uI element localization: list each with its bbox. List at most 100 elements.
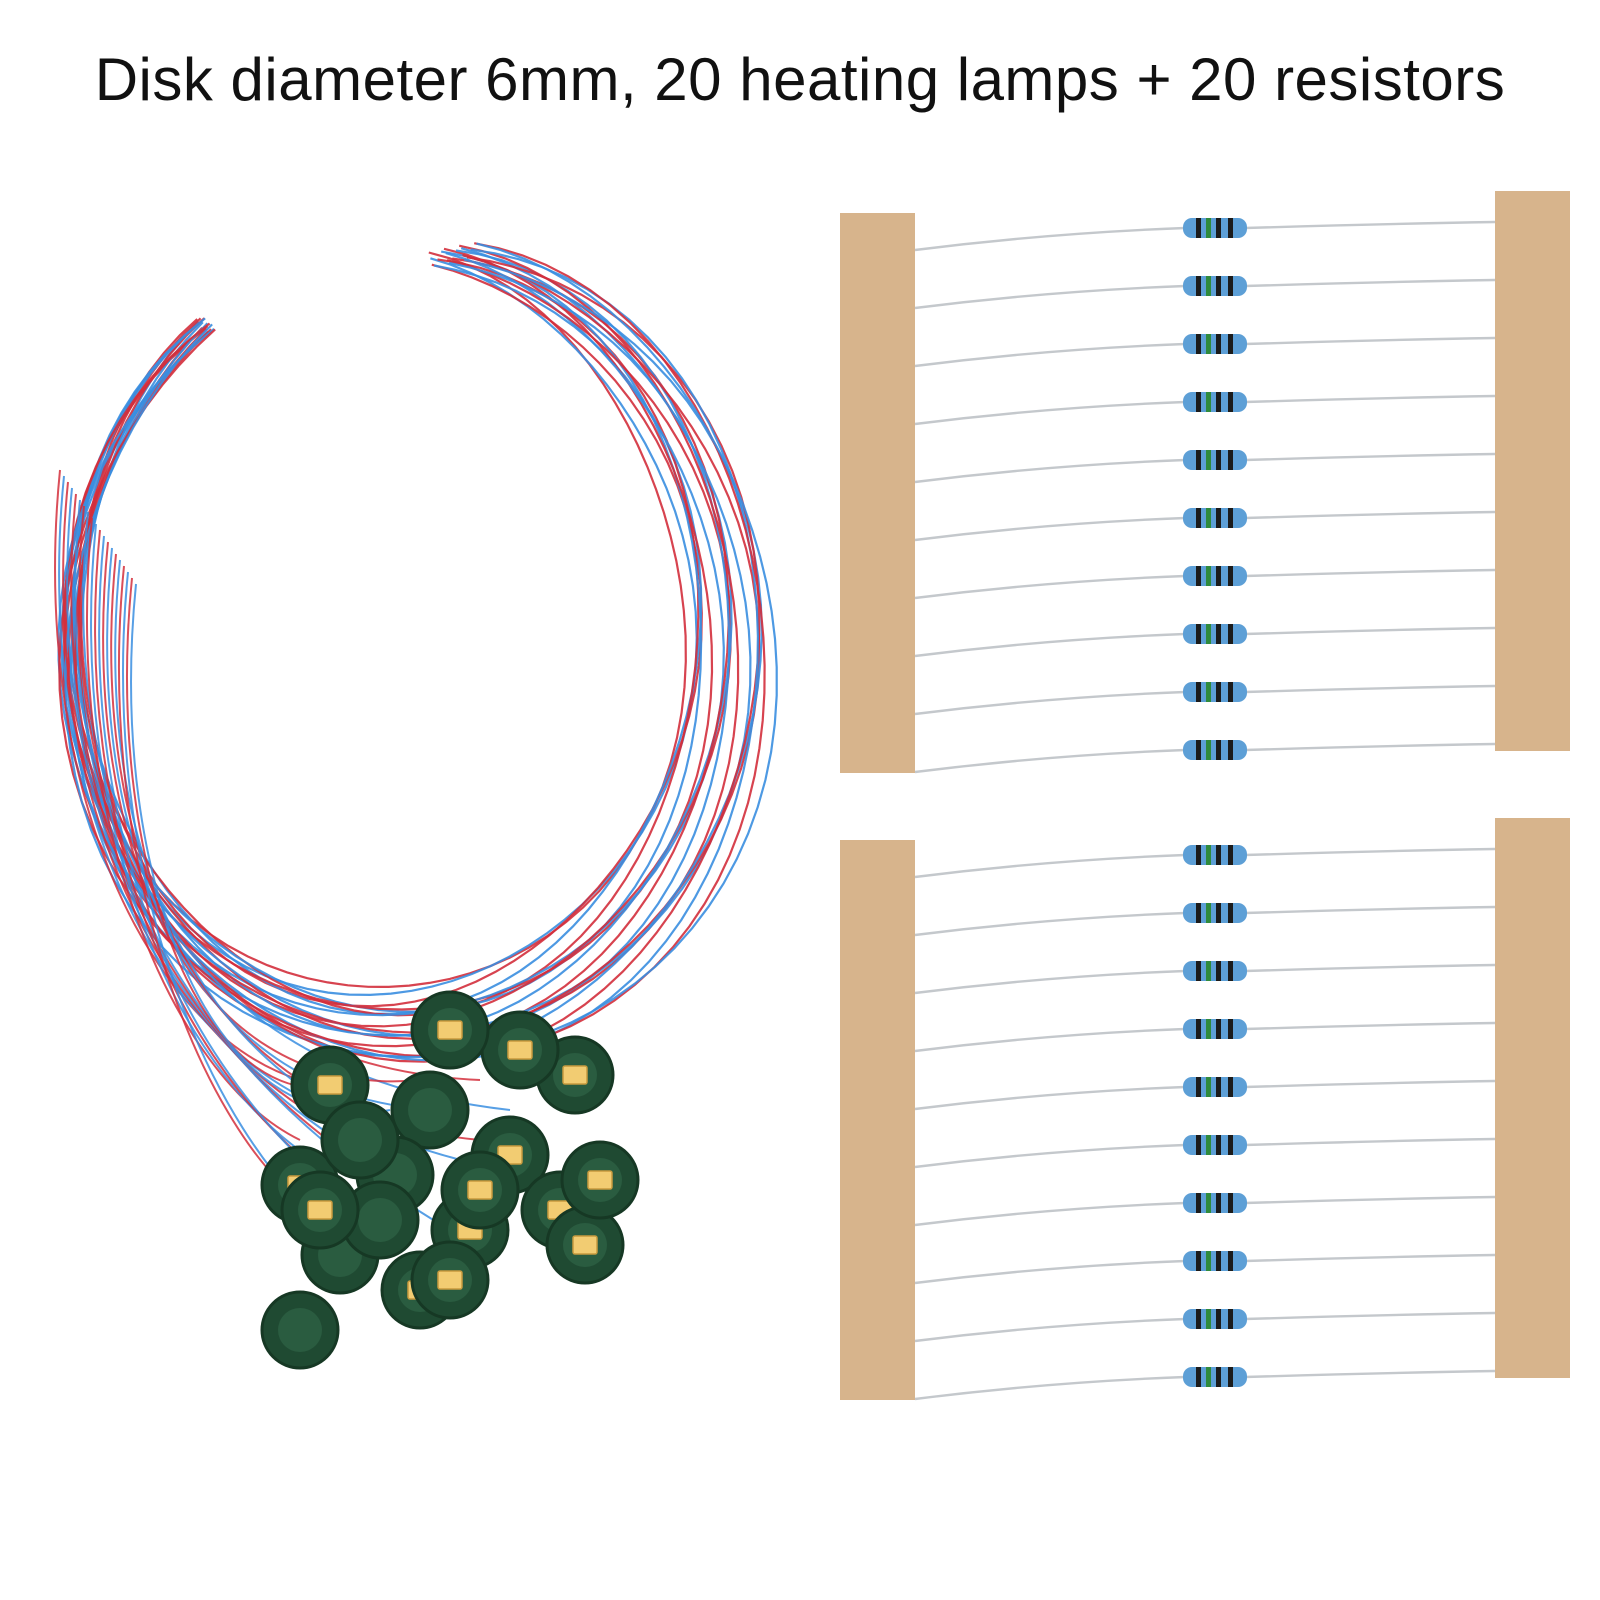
resistor-band — [1228, 1367, 1233, 1387]
lead-wire-left — [914, 1317, 1186, 1343]
tape-left — [840, 213, 915, 773]
resistor-band — [1228, 566, 1233, 586]
resistor-body — [1183, 845, 1247, 865]
lead-wire-right — [1244, 510, 1496, 520]
resistor-body — [1183, 1367, 1247, 1387]
lead-wire-left — [914, 1085, 1186, 1111]
lamp — [480, 1010, 560, 1090]
lead-wire-left — [914, 1259, 1186, 1285]
lamp — [390, 1070, 470, 1150]
lead-wire-right — [1244, 220, 1496, 230]
resistor-band — [1228, 450, 1233, 470]
lead-wire-right — [1244, 905, 1496, 915]
resistor-band — [1216, 682, 1221, 702]
resistor-band — [1228, 903, 1233, 923]
resistor-band — [1196, 218, 1201, 238]
resistor-band — [1206, 1309, 1211, 1329]
lead-wire-right — [1244, 1195, 1496, 1205]
resistor-band — [1216, 845, 1221, 865]
resistor-band — [1216, 1251, 1221, 1271]
lead-wire-left — [914, 632, 1186, 658]
resistor-band — [1206, 1019, 1211, 1039]
resistor-band — [1216, 903, 1221, 923]
led-chip — [587, 1170, 613, 1190]
blue-wire — [130, 583, 391, 1114]
lead-wire-left — [914, 342, 1186, 368]
led-chip — [437, 1020, 463, 1040]
resistor-body — [1183, 1019, 1247, 1039]
resistor-band — [1196, 334, 1201, 354]
lead-wire-right — [1244, 394, 1496, 404]
resistor — [914, 508, 1496, 542]
resistor-band — [1216, 1309, 1221, 1329]
lead-wire-right — [1244, 1137, 1496, 1147]
resistor — [914, 334, 1496, 368]
resistor-band — [1196, 392, 1201, 412]
resistor-band — [1206, 276, 1211, 296]
lamp-collar — [278, 1308, 322, 1352]
resistor-band — [1196, 450, 1201, 470]
resistor — [914, 845, 1496, 879]
resistor-band — [1206, 903, 1211, 923]
lead-wire-left — [914, 284, 1186, 310]
red-wire — [70, 493, 421, 1201]
red-wire — [102, 541, 421, 1083]
lamp — [280, 1170, 360, 1250]
resistor-band — [1196, 566, 1201, 586]
lead-wire-left — [914, 969, 1186, 995]
resistor-band — [1228, 1251, 1233, 1271]
resistor-body — [1183, 740, 1247, 760]
lead-wire-right — [1244, 336, 1496, 346]
resistor-band — [1216, 566, 1221, 586]
red-wire — [117, 565, 301, 1201]
lead-wire-left — [914, 853, 1186, 879]
lead-wire-right — [1244, 452, 1496, 462]
tape-right — [1495, 818, 1570, 1378]
resistor-band — [1228, 961, 1233, 981]
lead-wire-right — [1244, 278, 1496, 288]
resistor-band — [1228, 1309, 1233, 1329]
resistor-band — [1216, 450, 1221, 470]
resistor-band — [1216, 508, 1221, 528]
lamp — [560, 1140, 640, 1220]
resistor-band — [1196, 276, 1201, 296]
lead-wire-right — [1244, 963, 1496, 973]
lamp — [260, 1290, 340, 1370]
resistor-band — [1206, 961, 1211, 981]
resistor-band — [1216, 740, 1221, 760]
lamp — [320, 1100, 400, 1180]
lead-wire-left — [914, 400, 1186, 426]
red-wire — [54, 469, 301, 1081]
lead-wire-right — [1244, 1311, 1496, 1321]
lead-wire-right — [1244, 1369, 1496, 1379]
resistor — [914, 392, 1496, 426]
resistor-body — [1183, 1193, 1247, 1213]
lead-wire-left — [914, 574, 1186, 600]
resistor-band — [1196, 845, 1201, 865]
resistor-band — [1228, 682, 1233, 702]
red-wire — [62, 481, 361, 1141]
lamp-collar — [338, 1118, 382, 1162]
resistor — [914, 566, 1496, 600]
resistor-body — [1183, 1135, 1247, 1155]
lead-wire-right — [1244, 684, 1496, 694]
resistor-body — [1183, 903, 1247, 923]
resistor-band — [1228, 1019, 1233, 1039]
resistor-band — [1206, 334, 1211, 354]
resistor-body — [1183, 682, 1247, 702]
led-chip — [562, 1065, 588, 1085]
resistor — [914, 961, 1496, 995]
resistor-band — [1196, 1309, 1201, 1329]
resistor — [914, 1135, 1496, 1169]
resistor-band — [1216, 1367, 1221, 1387]
resistor — [914, 1309, 1496, 1343]
resistor-band — [1196, 682, 1201, 702]
resistor-band — [1228, 1135, 1233, 1155]
resistor-band — [1216, 961, 1221, 981]
resistor-strip-bottom — [840, 818, 1570, 1401]
resistor-band — [1206, 508, 1211, 528]
resistor-body — [1183, 218, 1247, 238]
lead-wire-left — [914, 1027, 1186, 1053]
resistor-band — [1196, 1019, 1201, 1039]
resistor — [914, 450, 1496, 484]
